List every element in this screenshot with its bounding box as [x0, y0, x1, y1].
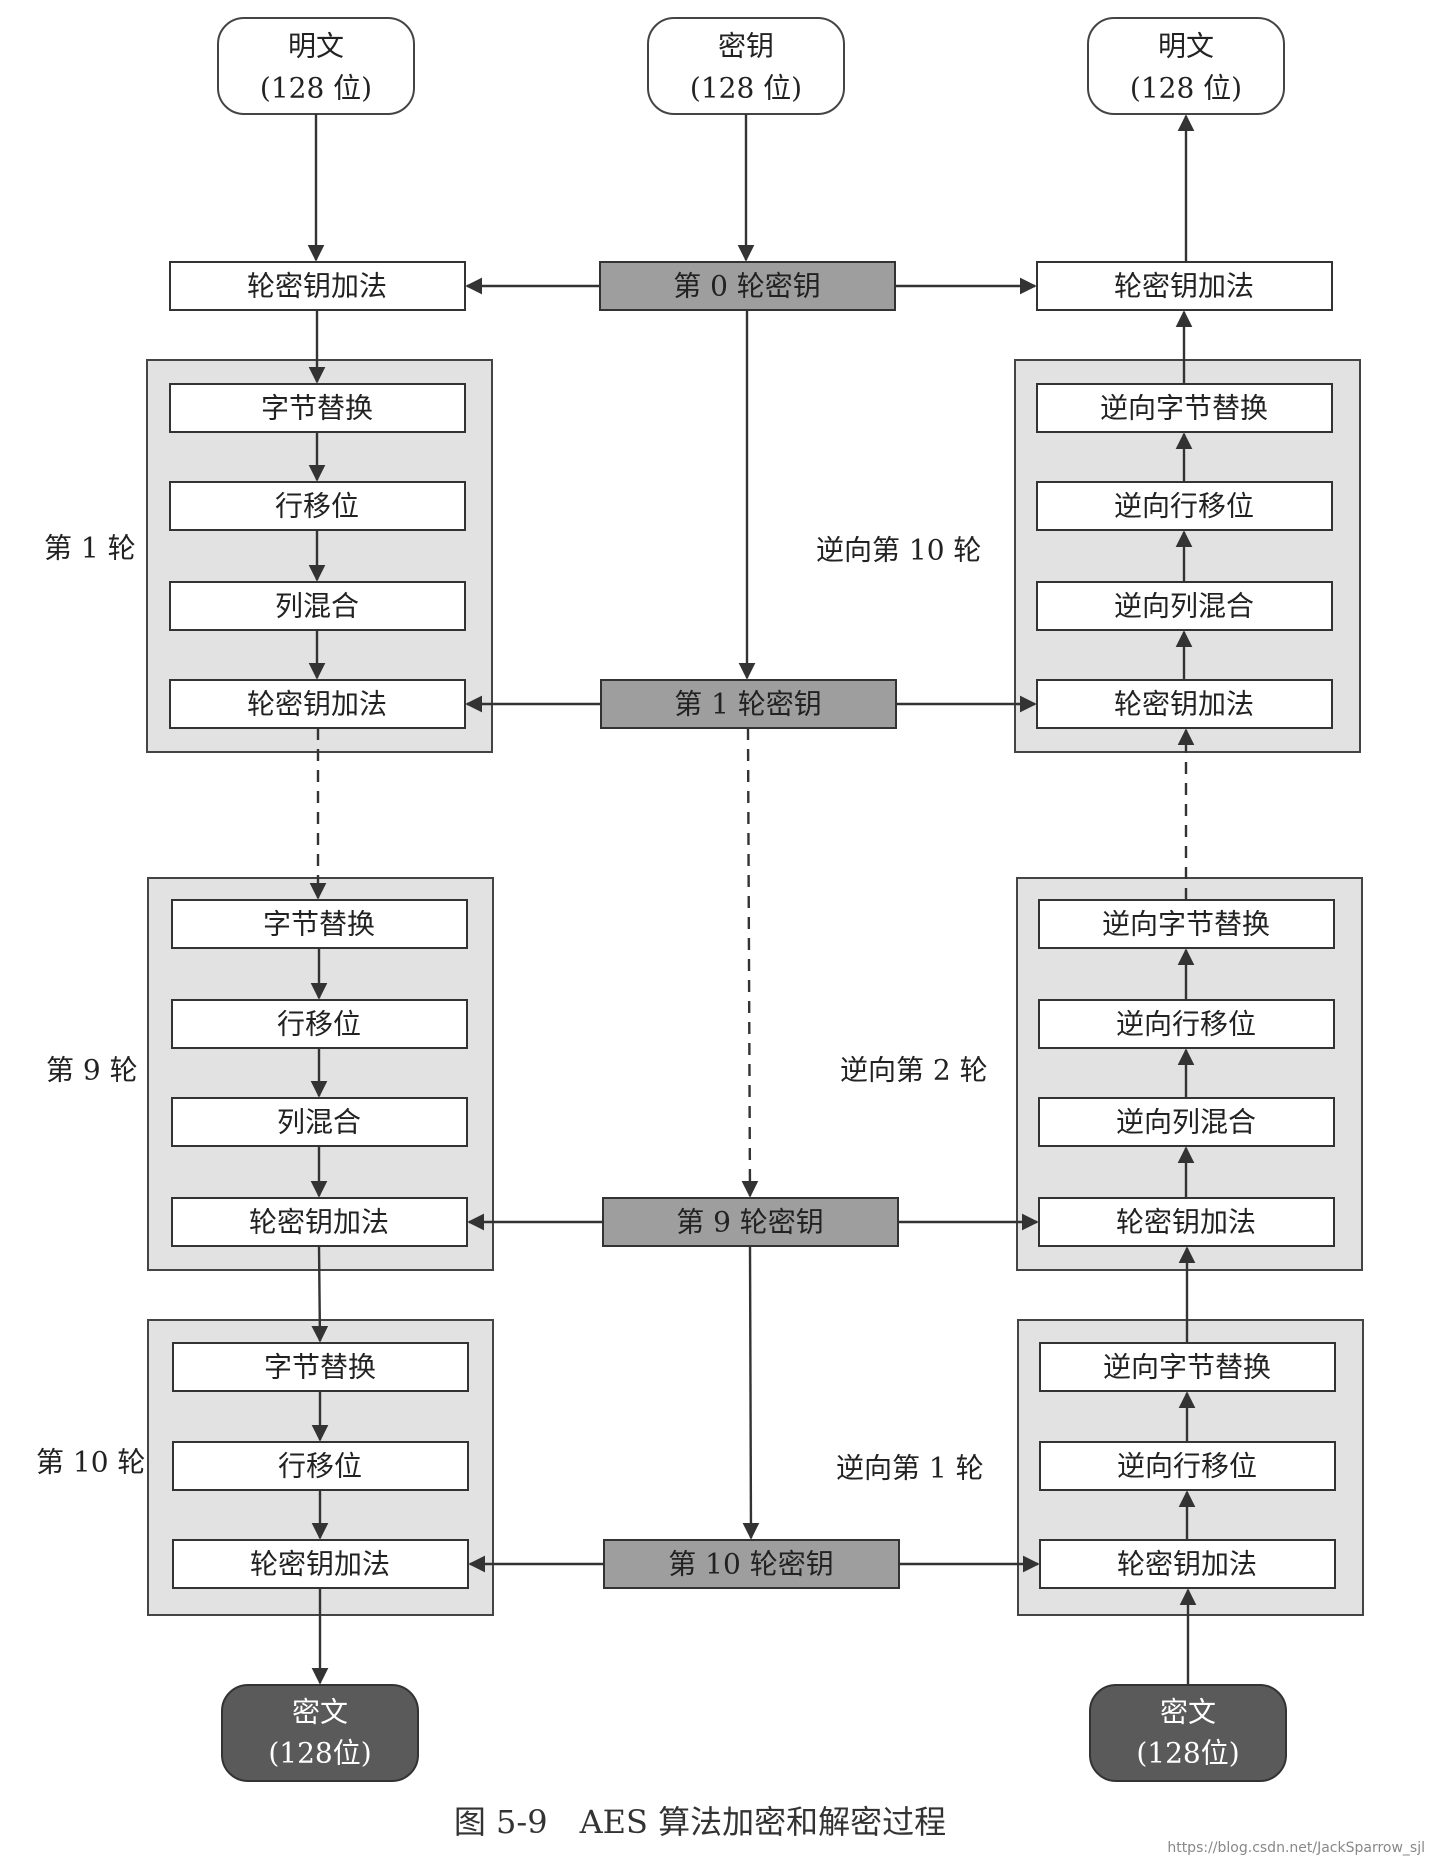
enc-r10-sub-bytes: 字节替换: [172, 1342, 469, 1392]
svg-text:逆向行移位: 逆向行移位: [1116, 1008, 1256, 1041]
svg-text:轮密钥加法: 轮密钥加法: [247, 688, 387, 721]
round-key-1-label: 第 1 轮密钥: [674, 688, 822, 721]
dec-r10-inv-mix-columns: 逆向列混合: [1036, 581, 1333, 631]
enc-r1-shift-rows: 行移位: [169, 481, 466, 531]
dec-r10-add-round-key: 轮密钥加法: [1036, 679, 1333, 729]
svg-text:逆向列混合: 逆向列混合: [1116, 1106, 1256, 1139]
key-input-box: 密钥 (128 位): [647, 17, 845, 115]
plaintext-input-box: 明文 (128 位): [217, 17, 415, 115]
svg-text:逆向行移位: 逆向行移位: [1117, 1450, 1257, 1483]
enc-round-1-label: 第 1 轮: [44, 532, 136, 565]
svg-text:列混合: 列混合: [277, 1106, 361, 1139]
key-connectors: [465, 114, 1040, 1573]
svg-text:轮密钥加法: 轮密钥加法: [249, 1206, 389, 1239]
round-key-10-box: 第 10 轮密钥: [603, 1539, 900, 1589]
watermark-text: https://blog.csdn.net/JackSparrow_sjl: [1167, 1840, 1425, 1856]
svg-text:行移位: 行移位: [277, 1008, 361, 1041]
ciphertext-output-title: 密文: [292, 1696, 348, 1729]
dec-r10-inv-sub-bytes: 逆向字节替换: [1036, 383, 1333, 433]
svg-text:轮密钥加法: 轮密钥加法: [1114, 270, 1254, 303]
plaintext-output-size: (128 位): [1130, 72, 1242, 105]
dec-r2-inv-mix-columns: 逆向列混合: [1038, 1097, 1335, 1147]
svg-text:逆向字节替换: 逆向字节替换: [1102, 908, 1270, 941]
round-key-9-box: 第 9 轮密钥: [602, 1197, 899, 1247]
dec-r10-inv-shift-rows: 逆向行移位: [1036, 481, 1333, 531]
enc-initial-add-round-key: 轮密钥加法: [169, 261, 466, 311]
enc-r9-shift-rows: 行移位: [171, 999, 468, 1049]
enc-r1-mix-columns: 列混合: [169, 581, 466, 631]
svg-text:轮密钥加法: 轮密钥加法: [1116, 1206, 1256, 1239]
ciphertext-input-box: 密文 (128位): [1089, 1684, 1287, 1782]
dec-r1-inv-sub-bytes: 逆向字节替换: [1039, 1342, 1336, 1392]
enc-round-9-label: 第 9 轮: [46, 1054, 138, 1087]
svg-text:字节替换: 字节替换: [264, 1351, 376, 1384]
ciphertext-input-title: 密文: [1160, 1696, 1216, 1729]
round-key-9-label: 第 9 轮密钥: [676, 1206, 824, 1239]
plaintext-input-size: (128 位): [260, 72, 372, 105]
svg-text:逆向字节替换: 逆向字节替换: [1100, 392, 1268, 425]
svg-text:字节替换: 字节替换: [263, 908, 375, 941]
enc-r1-add-round-key: 轮密钥加法: [169, 679, 466, 729]
svg-text:轮密钥加法: 轮密钥加法: [1117, 1548, 1257, 1581]
svg-text:逆向行移位: 逆向行移位: [1114, 490, 1254, 523]
key-input-title: 密钥: [718, 30, 774, 63]
plaintext-input-title: 明文: [288, 30, 344, 63]
enc-r9-add-round-key: 轮密钥加法: [171, 1197, 468, 1247]
ciphertext-output-size: (128位): [268, 1737, 371, 1770]
enc-r1-sub-bytes: 字节替换: [169, 383, 466, 433]
svg-text:逆向列混合: 逆向列混合: [1114, 590, 1254, 623]
svg-text:字节替换: 字节替换: [261, 392, 373, 425]
dec-final-add-round-key: 轮密钥加法: [1036, 261, 1333, 311]
dec-r1-inv-shift-rows: 逆向行移位: [1039, 1441, 1336, 1491]
svg-text:轮密钥加法: 轮密钥加法: [1114, 688, 1254, 721]
svg-text:列混合: 列混合: [275, 590, 359, 623]
enc-connectors: [307, 114, 329, 1685]
svg-text:轮密钥加法: 轮密钥加法: [250, 1548, 390, 1581]
dec-connectors: [1175, 114, 1197, 1685]
round-key-1-box: 第 1 轮密钥: [600, 679, 897, 729]
svg-text:行移位: 行移位: [275, 490, 359, 523]
enc-r10-add-round-key: 轮密钥加法: [172, 1539, 469, 1589]
svg-text:轮密钥加法: 轮密钥加法: [247, 270, 387, 303]
dec-r1-add-round-key: 轮密钥加法: [1039, 1539, 1336, 1589]
enc-r10-shift-rows: 行移位: [172, 1441, 469, 1491]
enc-round-10-label: 第 10 轮: [36, 1446, 145, 1479]
round-key-10-label: 第 10 轮密钥: [668, 1548, 833, 1581]
dec-r2-add-round-key: 轮密钥加法: [1038, 1197, 1335, 1247]
enc-r9-sub-bytes: 字节替换: [171, 899, 468, 949]
round-key-0-box: 第 0 轮密钥: [599, 261, 896, 311]
enc-r9-mix-columns: 列混合: [171, 1097, 468, 1147]
plaintext-output-title: 明文: [1158, 30, 1214, 63]
svg-text:逆向字节替换: 逆向字节替换: [1103, 1351, 1271, 1384]
dec-r2-inv-shift-rows: 逆向行移位: [1038, 999, 1335, 1049]
plaintext-output-box: 明文 (128 位): [1087, 17, 1285, 115]
ciphertext-output-box: 密文 (128位): [221, 1684, 419, 1782]
figure-caption: 图 5-9 AES 算法加密和解密过程: [454, 1803, 946, 1841]
dec-round-2-label: 逆向第 2 轮: [840, 1054, 988, 1087]
ciphertext-input-size: (128位): [1136, 1737, 1239, 1770]
dec-round-1-label: 逆向第 1 轮: [836, 1452, 984, 1485]
dec-round-10-label: 逆向第 10 轮: [816, 534, 981, 567]
dec-r2-inv-sub-bytes: 逆向字节替换: [1038, 899, 1335, 949]
svg-text:行移位: 行移位: [278, 1450, 362, 1483]
key-input-size: (128 位): [690, 72, 802, 105]
round-key-0-label: 第 0 轮密钥: [673, 270, 821, 303]
